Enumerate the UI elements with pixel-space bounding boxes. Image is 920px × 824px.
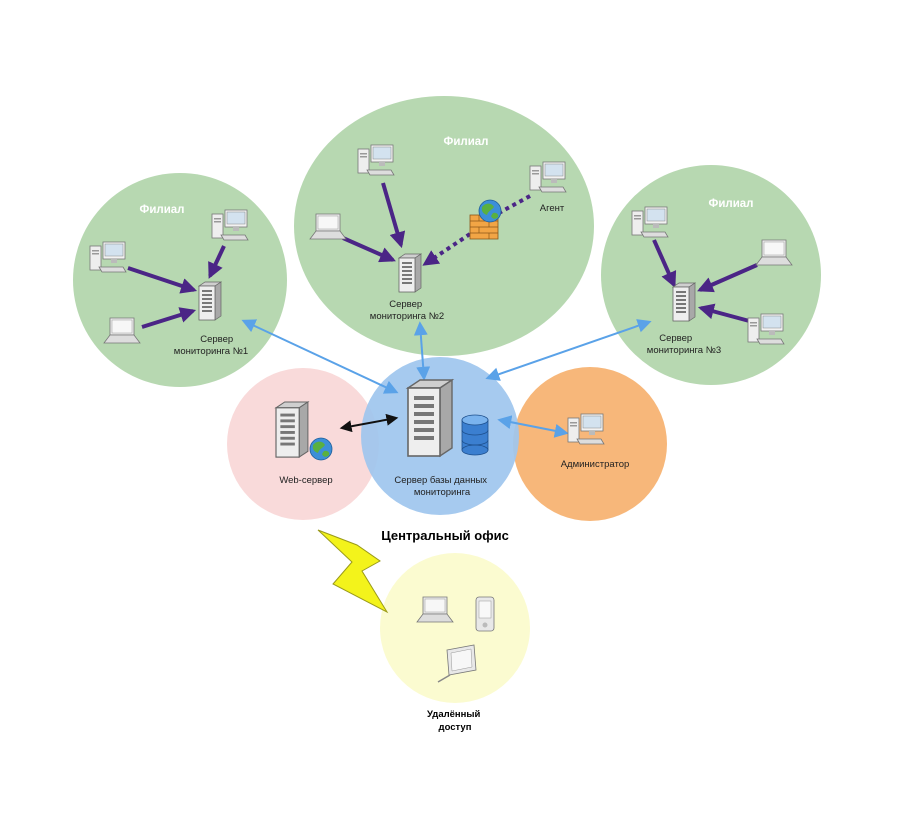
pc-icon — [357, 144, 395, 176]
globe-icon — [309, 437, 333, 461]
monitor-server-icon — [398, 253, 422, 293]
web-server-label: Web-сервер — [279, 475, 332, 486]
tablet-icon — [437, 644, 477, 683]
pc-icon — [211, 209, 249, 241]
db-server-icon — [407, 379, 453, 457]
administrator-label: Администратор — [561, 459, 630, 470]
db-server-label: Сервер базы данных мониторинга — [394, 475, 489, 498]
remote-circle — [380, 553, 530, 703]
monitor-server-icon — [198, 281, 222, 321]
admin-pc-icon — [567, 413, 605, 445]
database-icon — [461, 414, 489, 456]
monitor-server-1-label: Сервер мониторинга №1 — [174, 334, 248, 357]
branch-label-2: Филиал — [444, 136, 489, 148]
monitor-server-3-label: Сервер мониторинга №3 — [647, 333, 721, 356]
remote-access-label: Удалённый доступ — [427, 709, 483, 733]
agent-pc-icon — [529, 161, 567, 193]
globe-icon — [478, 199, 502, 223]
pda-icon — [475, 596, 495, 632]
branch-label-1: Филиал — [140, 204, 185, 216]
central-office-label: Центральный офис — [381, 528, 509, 543]
lightning-bolt — [317, 529, 389, 614]
pc-icon — [747, 313, 785, 345]
agent-label: Агент — [540, 203, 565, 214]
pc-icon — [631, 206, 669, 238]
monitor-server-2-label: Сервер мониторинга №2 — [370, 299, 444, 322]
branch-label-3: Филиал — [709, 198, 754, 210]
pc-icon — [89, 241, 127, 273]
web-server-icon — [275, 401, 309, 458]
monitor-server-icon — [672, 282, 696, 322]
